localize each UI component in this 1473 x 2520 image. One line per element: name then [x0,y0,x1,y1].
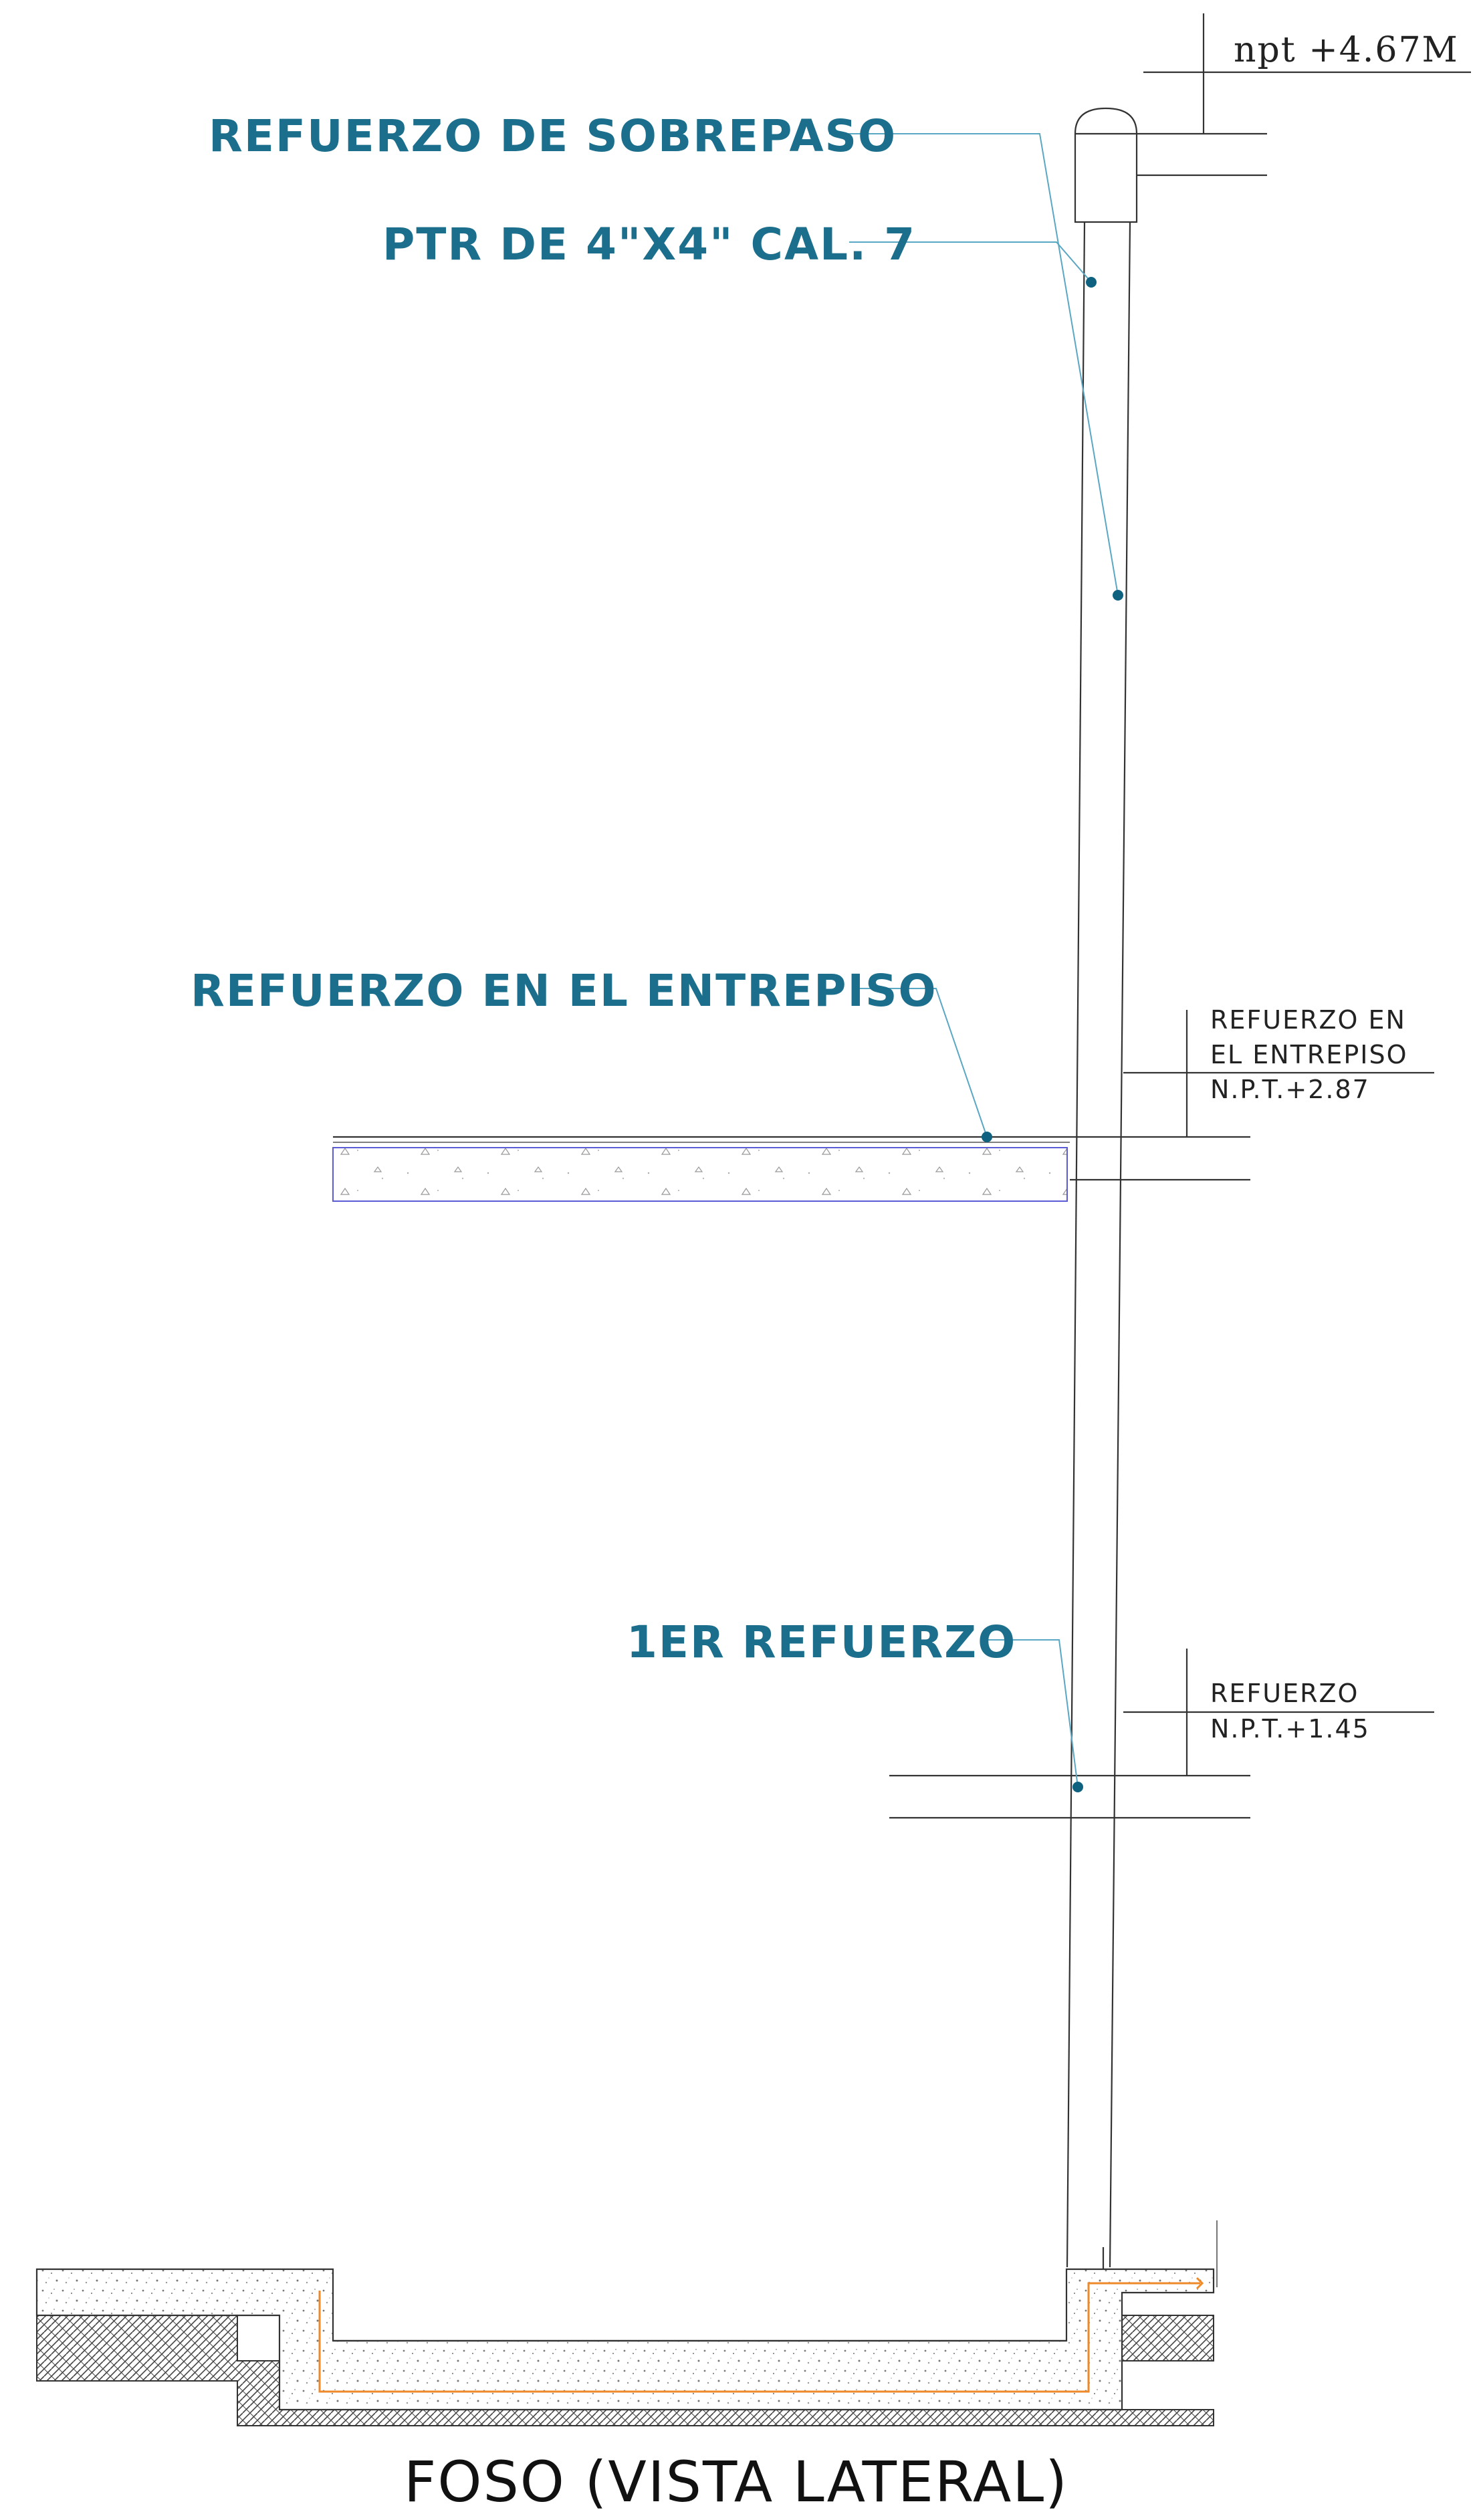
ptr-post [1066,221,1131,2268]
mezzanine-note-line3: N.P.T.+2.87 [1210,1075,1370,1104]
callout-entrepiso: REFUERZO EN EL ENTREPISO [191,965,992,1142]
callout-ptr: PTR DE 4"X4" CAL. 7 [382,219,1097,288]
callout-dot [982,1132,992,1142]
first-reinforcement-marker: REFUERZO N.P.T.+1.45 [889,1649,1434,1819]
slab-section [332,1147,1068,1202]
callout-primer-label: 1ER REFUERZO [627,1616,1016,1668]
drawing-title: FOSO (VISTA LATERAL) [404,2449,1068,2515]
first-note-line2: N.P.T.+1.45 [1210,1714,1370,1744]
top-level-label: npt +4.67M [1234,30,1459,70]
top-level-marker: npt +4.67M [1137,13,1471,177]
pit-section [35,2220,1218,2426]
callout-entrepiso-label: REFUERZO EN EL ENTREPISO [191,965,937,1017]
callout-dot [1086,277,1097,288]
callout-ptr-label: PTR DE 4"X4" CAL. 7 [382,219,916,270]
callout-sobrepaso-label: REFUERZO DE SOBREPASO [209,110,897,162]
post-cap [1074,107,1138,223]
mezzanine-slab [332,1136,1250,1202]
callout-primer: 1ER REFUERZO [627,1616,1083,1792]
first-note-line1: REFUERZO [1210,1679,1359,1708]
callout-dot [1113,590,1123,601]
mezzanine-note-line2: EL ENTREPISO [1210,1040,1407,1069]
callout-sobrepaso: REFUERZO DE SOBREPASO [209,110,1123,601]
callout-dot [1072,1782,1083,1792]
mezzanine-note-line1: REFUERZO EN [1210,1005,1406,1035]
pit-rebar [318,2282,1200,2393]
mezzanine-level-marker: REFUERZO EN EL ENTREPISO N.P.T.+2.87 [1123,1005,1434,1137]
